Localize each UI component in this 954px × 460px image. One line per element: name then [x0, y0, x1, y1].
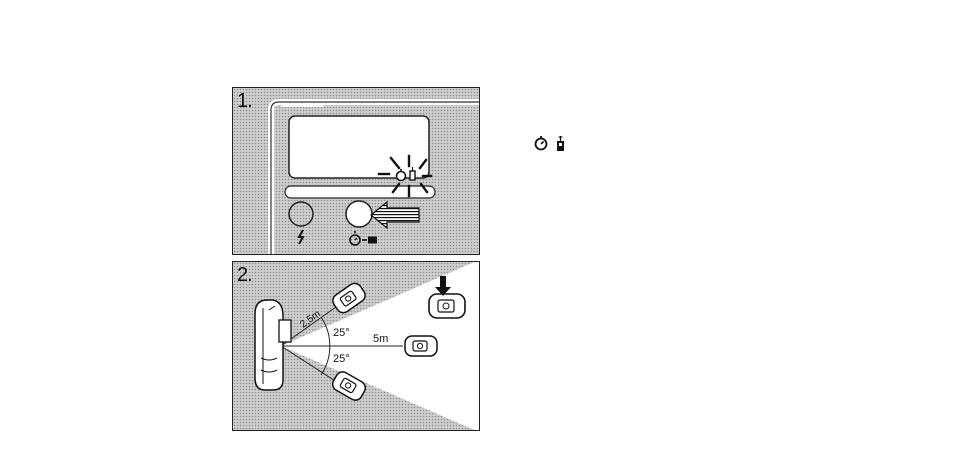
step1-illustration [233, 88, 479, 254]
angle-lower-label: 25° [333, 353, 350, 365]
camera-slot [285, 186, 435, 198]
step2-number: 2. [237, 264, 252, 287]
step2-illustration: 2,5m 25° 5m 25° [233, 262, 479, 430]
side-icons [533, 133, 573, 153]
remote-pressed [429, 294, 465, 318]
self-timer-button [346, 201, 372, 227]
self-timer-icon [536, 136, 547, 150]
lcd-display [289, 116, 429, 178]
step1-number: 1. [237, 90, 252, 113]
distance-long-label: 5m [373, 333, 388, 345]
remote-center [405, 336, 437, 356]
step2-panel: 2,5m 25° 5m 25° 2. [232, 261, 480, 431]
angle-upper-label: 25° [333, 327, 350, 339]
flash-button [289, 202, 313, 226]
step1-panel: 1. [232, 87, 480, 255]
remote-control-icon [557, 136, 564, 151]
